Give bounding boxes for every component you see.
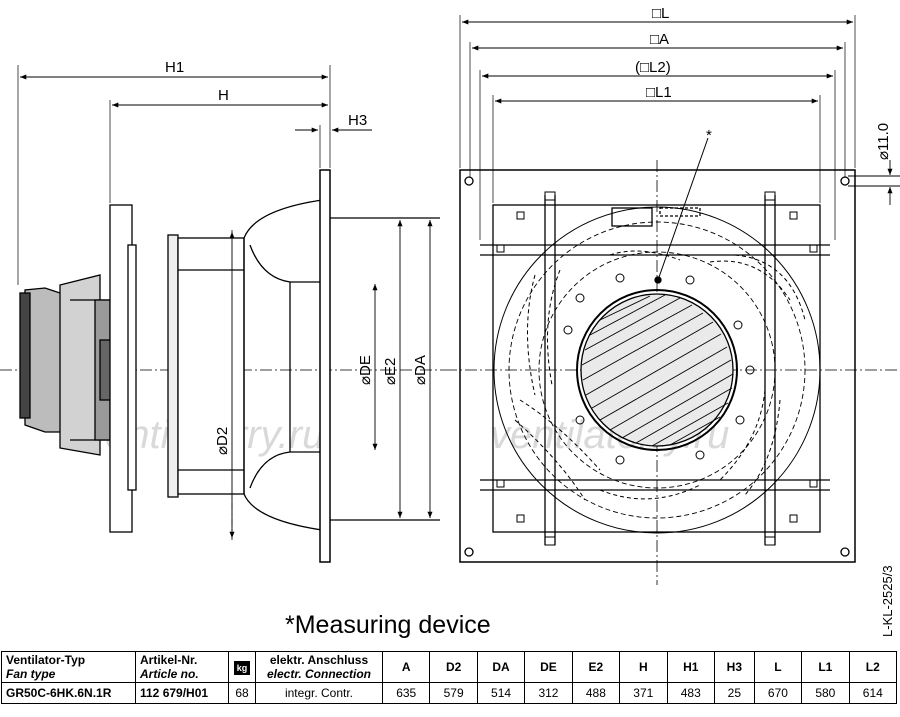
cell-dim-da: 514: [476, 682, 526, 704]
cell-dim-h: 371: [619, 682, 668, 704]
cell-fan-type: GR50C-6HK.6N.1R: [1, 682, 136, 704]
header-dim-l: L: [753, 651, 803, 683]
dim-label-l: □L: [652, 5, 669, 22]
front-view: [445, 15, 900, 585]
cell-dim-e2: 488: [571, 682, 621, 704]
header-dim-de: DE: [524, 651, 573, 683]
spec-table-header: Ventilator-Typ Fan type Artikel-Nr. Arti…: [1, 651, 898, 683]
dim-label-a: □A: [650, 31, 669, 48]
dim-label-e2: ⌀E2: [382, 358, 399, 385]
header-dim-da: DA: [476, 651, 526, 683]
side-view: [0, 65, 445, 563]
header-connection-en: electr. Connection: [266, 667, 372, 681]
cell-dim-l2: 614: [848, 682, 898, 704]
header-dim-l2: L2: [848, 651, 898, 683]
table-row: GR50C-6HK.6N.1R 112 679/H01 68 integr. C…: [1, 682, 898, 704]
dim-label-l1: □L1: [646, 84, 672, 101]
cell-dim-d2: 579: [429, 682, 478, 704]
dim-label-da: ⌀DA: [412, 355, 429, 385]
header-dim-h1: H1: [666, 651, 715, 683]
technical-drawing: ventilatorry.ru ventilatorry.ru: [0, 5, 900, 639]
dim-label-h: H: [218, 87, 229, 104]
header-connection: elektr. Anschluss electr. Connection: [255, 651, 383, 683]
spec-table: Ventilator-Typ Fan type Artikel-Nr. Arti…: [1, 651, 898, 704]
cell-dim-h1: 483: [666, 682, 715, 704]
dim-label-de: ⌀DE: [357, 355, 374, 385]
cell-dim-h3: 25: [713, 682, 755, 704]
header-dim-h: H: [619, 651, 668, 683]
header-dim-h3: H3: [713, 651, 755, 683]
header-dim-a: A: [381, 651, 431, 683]
header-article-de: Artikel-Nr.: [140, 653, 198, 667]
dim-label-h1: H1: [165, 59, 184, 76]
header-dim-d2: D2: [429, 651, 478, 683]
header-fan-type: Ventilator-Typ Fan type: [1, 651, 136, 683]
header-weight: kg: [228, 651, 256, 683]
header-dim-l1: L1: [801, 651, 850, 683]
cell-dim-l1: 580: [801, 682, 850, 704]
cell-dim-a: 635: [381, 682, 431, 704]
cell-article: 112 679/H01: [135, 682, 229, 704]
header-article-en: Article no.: [140, 667, 199, 681]
measuring-device-marker: *: [706, 127, 712, 144]
header-dim-e2: E2: [571, 651, 621, 683]
cell-connection: integr. Contr.: [255, 682, 383, 704]
measuring-device-note: *Measuring device: [285, 611, 491, 639]
cell-dim-l: 670: [753, 682, 803, 704]
weight-icon: kg: [233, 660, 251, 675]
dim-label-d2: ⌀D2: [214, 427, 231, 455]
dim-label-h3: H3: [348, 112, 367, 129]
header-connection-de: elektr. Anschluss: [269, 653, 369, 667]
dim-label-l2: (□L2): [635, 59, 671, 76]
cell-weight: 68: [228, 682, 256, 704]
drawing-number: L-KL-2525/3: [880, 565, 895, 637]
header-fan-type-de: Ventilator-Typ: [6, 653, 86, 667]
header-article: Artikel-Nr. Article no.: [135, 651, 229, 683]
cell-dim-de: 312: [524, 682, 573, 704]
header-fan-type-en: Fan type: [6, 667, 56, 681]
dim-label-hole-diameter: ⌀11.0: [875, 123, 892, 160]
